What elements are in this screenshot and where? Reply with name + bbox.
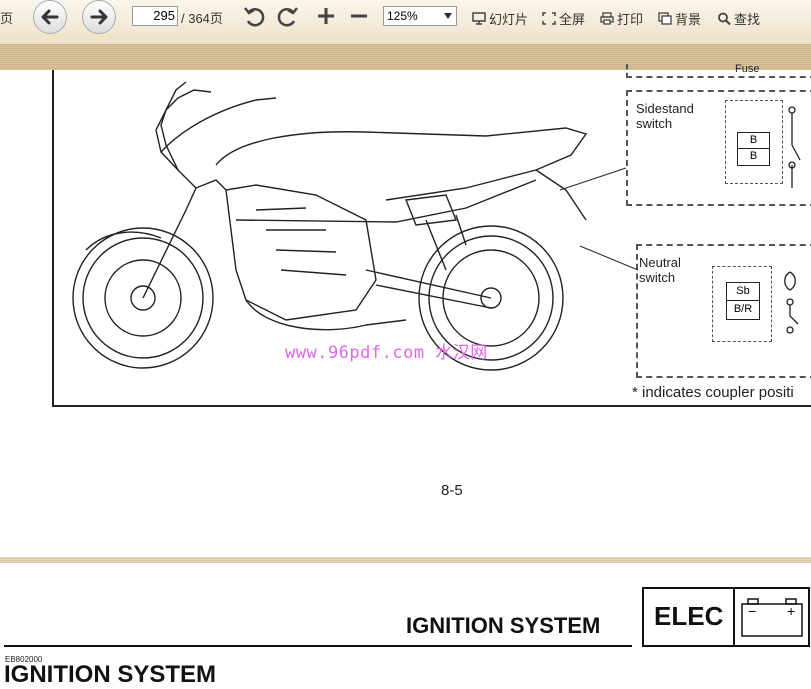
elec-label: ELEC xyxy=(654,601,724,631)
rotate-right-button[interactable] xyxy=(276,4,300,28)
toolbar-ribbon xyxy=(0,44,811,71)
rotate-right-icon xyxy=(277,7,298,27)
neutral-label-2: switch xyxy=(639,270,676,285)
minus-icon xyxy=(351,14,367,18)
viewer-toolbar: 页 295 / 364页 125% 幻灯片 全屏 打印 背景 查找 xyxy=(0,0,811,35)
elec-badge: ELEC − + xyxy=(642,587,810,647)
printer-icon xyxy=(600,12,614,25)
neutral-callout-box xyxy=(636,244,811,378)
arrow-right-icon xyxy=(90,9,108,25)
sidestand-coupler: B B xyxy=(737,132,770,166)
neutral-pin-2: B/R xyxy=(733,303,753,315)
plus-icon xyxy=(318,8,334,24)
battery-icon xyxy=(741,598,803,637)
rotate-left-button[interactable] xyxy=(242,4,266,28)
neutral-pin-1: Sb xyxy=(727,283,759,301)
total-pages: / 364页 xyxy=(181,11,223,26)
print-label: 打印 xyxy=(617,12,644,27)
print-button[interactable]: 打印 xyxy=(600,9,643,28)
sidestand-coupler-frame xyxy=(725,100,783,184)
section-code: EB802000 xyxy=(5,655,43,664)
header-title: IGNITION SYSTEM xyxy=(406,613,601,638)
slideshow-icon xyxy=(472,12,486,25)
arrow-left-icon xyxy=(41,9,59,25)
background-label: 背景 xyxy=(675,12,702,27)
zoom-value: 125% xyxy=(387,9,418,23)
fullscreen-label: 全屏 xyxy=(559,12,586,27)
neutral-coupler-frame xyxy=(712,266,772,342)
coupler-note: * indicates coupler positi xyxy=(632,384,794,401)
page-number: 8-5 xyxy=(441,482,463,499)
section-title: IGNITION SYSTEM xyxy=(4,661,217,688)
badge-divider xyxy=(733,589,735,645)
toolbar-band xyxy=(0,34,811,44)
chevron-down-icon xyxy=(444,13,452,19)
watermark-text: www.96pdf.com 水汉网 xyxy=(285,343,488,363)
background-icon xyxy=(658,12,672,25)
battery-minus: − xyxy=(748,603,757,619)
zoom-select[interactable]: 125% xyxy=(383,6,457,26)
motorcycle-illustration xyxy=(72,81,588,371)
sidestand-label-1: Sidestand xyxy=(636,101,694,116)
zoom-out-button[interactable] xyxy=(348,5,370,27)
pdf-page-upper: Fuse Sidestand switch B B Neutral switch… xyxy=(0,63,811,557)
fuse-label: Fuse xyxy=(735,63,760,75)
sidestand-switch-symbol xyxy=(788,106,801,188)
sidestand-pin-1: B xyxy=(738,133,769,149)
search-label: 查找 xyxy=(734,12,761,27)
fullscreen-button[interactable]: 全屏 xyxy=(542,9,585,28)
sidestand-pin-2: B xyxy=(749,150,758,162)
search-icon xyxy=(718,12,731,25)
pdf-page-lower: IGNITION SYSTEM ELEC − + EB802000 IGNITI… xyxy=(0,563,811,688)
rotate-left-icon xyxy=(244,7,265,27)
slideshow-label: 幻灯片 xyxy=(489,12,529,27)
zoom-in-button[interactable] xyxy=(315,5,337,27)
background-button[interactable]: 背景 xyxy=(658,9,701,28)
battery-plus: + xyxy=(787,603,796,619)
slideshow-button[interactable]: 幻灯片 xyxy=(472,9,528,28)
header-rule xyxy=(4,645,632,647)
back-button[interactable] xyxy=(33,0,67,34)
prev-label: 页 xyxy=(0,11,14,26)
neutral-label-1: Neutral xyxy=(639,255,681,270)
fullscreen-icon xyxy=(542,12,556,25)
forward-button[interactable] xyxy=(82,0,116,34)
leader-lines xyxy=(560,167,639,271)
sidestand-label-2: switch xyxy=(636,116,673,131)
page-separator xyxy=(0,557,811,563)
wiring-diagram-frame xyxy=(52,70,811,407)
search-button[interactable]: 查找 xyxy=(717,9,760,28)
page-number-input[interactable]: 295 xyxy=(132,6,178,26)
neutral-switch-symbol xyxy=(784,271,799,334)
fuse-callout-box xyxy=(626,64,811,78)
prev-page-text[interactable]: 页 xyxy=(0,8,13,27)
neutral-coupler: Sb B/R xyxy=(726,282,760,320)
sidestand-callout-box xyxy=(626,90,811,206)
